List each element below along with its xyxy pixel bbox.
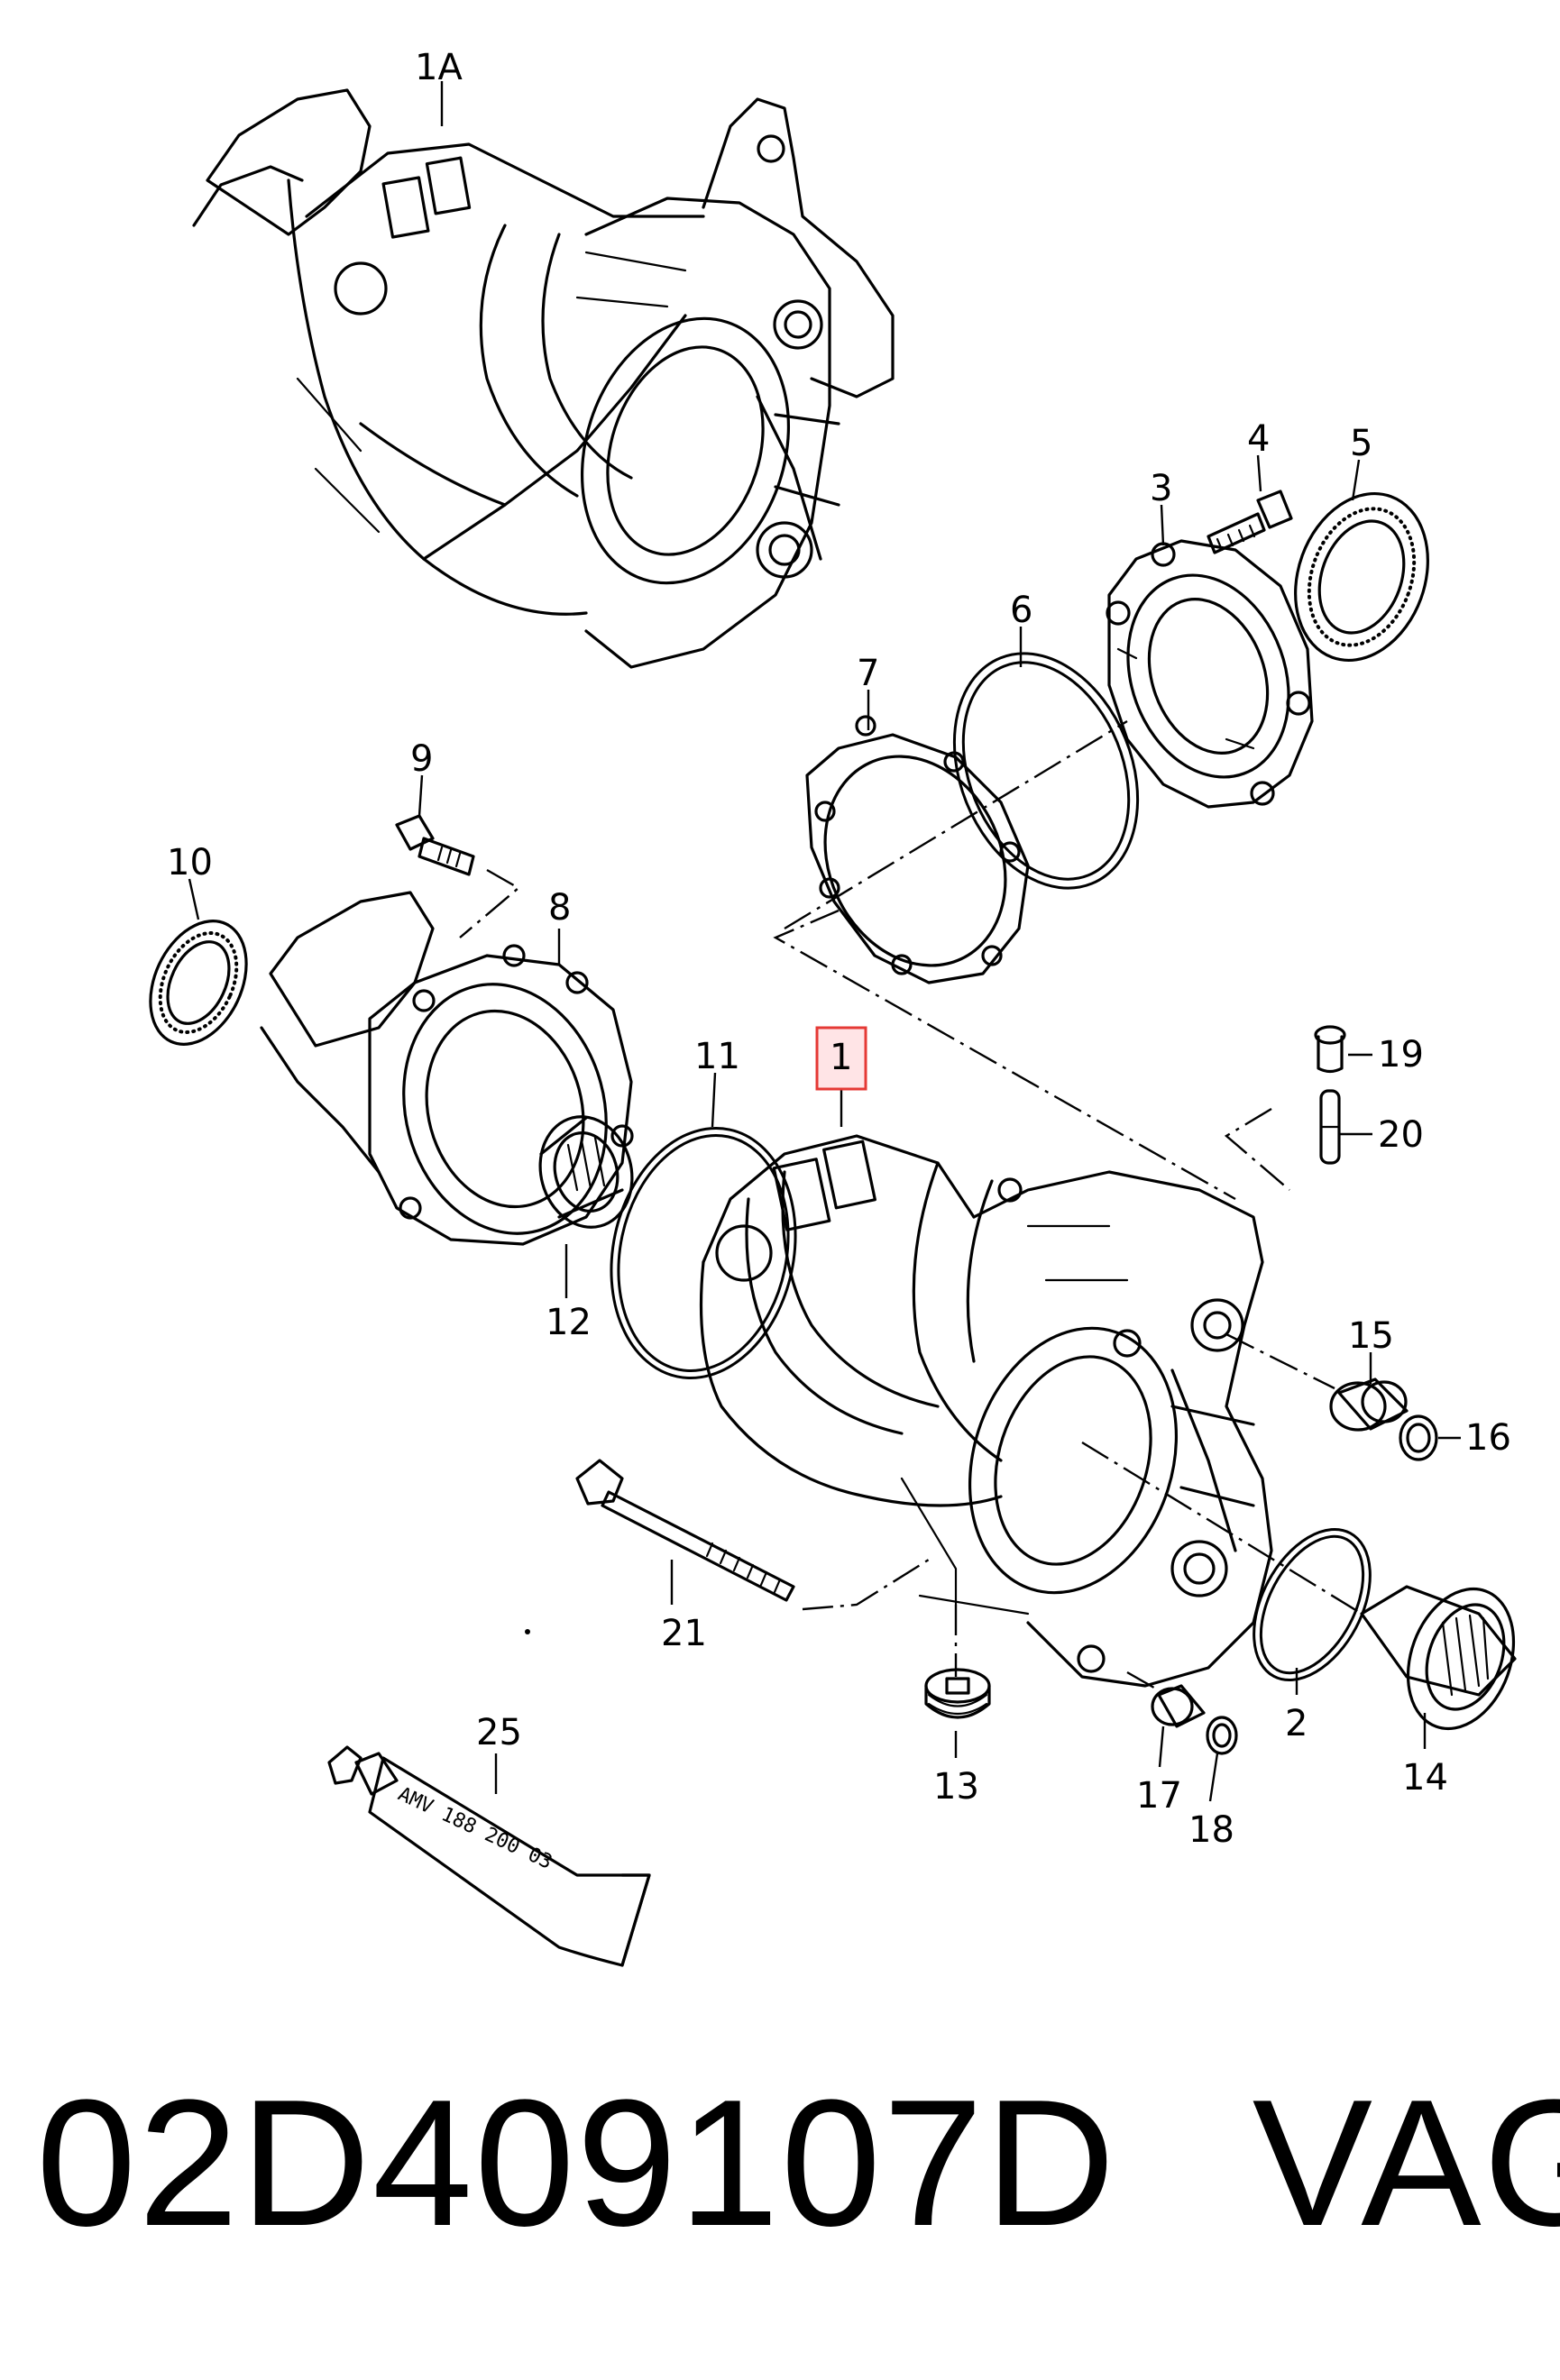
stray-dot [525, 1629, 530, 1634]
axis-line-21 [802, 1558, 930, 1611]
label-17: 17 [1136, 1775, 1182, 1817]
gasket-7 [805, 715, 1030, 984]
label-9: 9 [410, 738, 433, 780]
label-18: 18 [1188, 1809, 1234, 1851]
label-11: 11 [694, 1036, 740, 1077]
bushing-12 [538, 1115, 634, 1229]
pin-20 [1319, 1089, 1341, 1165]
grease-tube-text: AMV 188 200 03 [394, 1783, 555, 1874]
front-housing-8 [260, 891, 634, 1246]
axis-line-pins [1224, 1107, 1290, 1191]
label-4: 4 [1247, 418, 1270, 460]
bushing-17 [1151, 1684, 1206, 1728]
bolt-4 [1207, 490, 1293, 554]
bushing-15 [1329, 1378, 1409, 1432]
label-3: 3 [1150, 468, 1172, 509]
bearing-cover-3 [1106, 539, 1314, 809]
label-12: 12 [546, 1302, 592, 1343]
label-1a: 1A [415, 47, 463, 88]
label-5: 5 [1350, 423, 1372, 464]
label-6: 6 [1010, 590, 1032, 631]
housing-1a [192, 88, 895, 669]
part-number: 02D409107D [36, 2063, 1117, 2264]
leader-lines [188, 81, 1461, 1802]
axis-line-bolt-9 [459, 868, 521, 938]
label-15: 15 [1348, 1315, 1394, 1357]
seal-10 [149, 920, 248, 1046]
label-2: 2 [1285, 1703, 1308, 1744]
label-25: 25 [476, 1712, 522, 1753]
label-20: 20 [1378, 1114, 1424, 1156]
o-ring-6 [952, 652, 1140, 890]
axis-line-14 [1081, 1441, 1363, 1616]
seal-5 [1294, 491, 1429, 663]
callout-labels: 1A 1 2 3 4 5 6 7 8 9 10 11 12 13 14 15 1… [167, 47, 1511, 1851]
o-ring-2 [1253, 1527, 1372, 1682]
label-8: 8 [548, 887, 571, 929]
pin-19 [1314, 1025, 1346, 1074]
exploded-parts-diagram: AMV 188 200 03 1A 1 2 3 4 5 [149, 47, 1517, 1967]
label-10: 10 [167, 842, 213, 883]
axis-line-gasket-to-case [773, 909, 1236, 1201]
label-16: 16 [1465, 1417, 1511, 1459]
bolt-21 [575, 1459, 795, 1602]
label-21: 21 [661, 1613, 707, 1654]
axis-line-17 [1126, 1671, 1160, 1692]
grease-tube-25: AMV 188 200 03 [327, 1745, 651, 1967]
label-14: 14 [1402, 1757, 1448, 1799]
ring-18 [1206, 1716, 1238, 1755]
label-1: 1 [830, 1037, 852, 1078]
bearing-14 [1360, 1585, 1517, 1731]
housing-1 [699, 1134, 1273, 1688]
brand-name: VAG [1252, 2063, 1560, 2264]
highlight-box-1 [815, 1026, 867, 1091]
axis-line-15 [1225, 1332, 1335, 1390]
plug-13 [924, 1668, 991, 1719]
label-7: 7 [857, 653, 879, 694]
axis-line-upper [784, 719, 1128, 930]
ring-16 [1399, 1414, 1438, 1461]
label-13: 13 [933, 1766, 979, 1808]
bolt-9 [395, 814, 475, 876]
label-19: 19 [1378, 1034, 1424, 1076]
